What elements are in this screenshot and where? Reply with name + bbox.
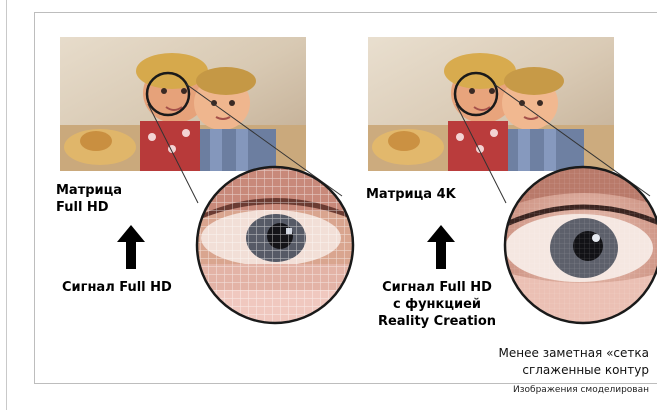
signal-label-line2: с функцией <box>392 297 482 312</box>
magnifier-4k-smooth <box>453 71 657 325</box>
note-less-visible-grid: Менее заметная «сетка <box>498 346 649 360</box>
signal-reality-creation-label: Сигнал Full HD с функцией Reality Creati… <box>376 279 498 330</box>
signal-label-line3: Reality Creation <box>377 314 497 329</box>
magnifier-fullhd-grid <box>145 71 355 325</box>
signal-label-line1: Сигнал Full HD <box>382 280 492 295</box>
matrix-4k-label: Матрица 4K <box>366 187 456 202</box>
up-arrow-icon <box>117 225 145 269</box>
matrix-fullhd-label: Матрица Full HD <box>56 182 122 216</box>
left-divider <box>0 0 7 410</box>
up-arrow-icon <box>427 225 455 269</box>
bottom-rule <box>34 383 657 384</box>
matrix-label-line1: Матрица <box>56 183 123 198</box>
note-images-simulated: Изображения смоделирован <box>513 385 649 395</box>
signal-fullhd-label: Сигнал Full HD <box>62 280 172 295</box>
note-smooth-contours: сглаженные контур <box>522 363 649 377</box>
children-photo-fullhd <box>60 37 306 171</box>
children-photo-4k <box>368 37 614 171</box>
matrix-label-line2: Full HD <box>56 200 109 215</box>
